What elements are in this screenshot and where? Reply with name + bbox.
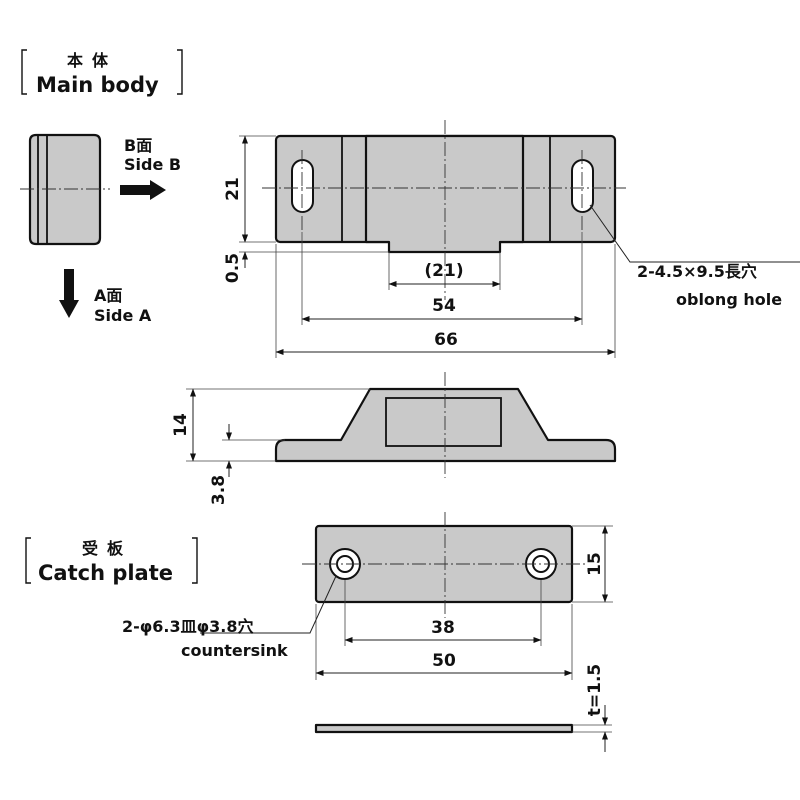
- catch-plate-heading: 受板 Catch plate: [25, 537, 198, 585]
- countersink-note-en: countersink: [181, 641, 288, 660]
- catch-plate-thin-body: [314, 723, 574, 734]
- main-body-front-view: [274, 372, 617, 478]
- main-body-top-view: [262, 120, 626, 300]
- hole-note-jp: 2-4.5×9.5長穴: [637, 262, 757, 281]
- catch-dim-width-label: 15: [585, 552, 605, 576]
- side-b-label-jp: B面: [124, 136, 152, 155]
- catch-dim-hole-pitch-label: 38: [431, 618, 455, 638]
- top-view-dimensions: 21 0.5 (21) 54 66 2-4.5×9.5長穴 oblong hol…: [223, 135, 800, 358]
- heading-bracket-left: [21, 49, 27, 95]
- dim-flange-label: 3.8: [209, 475, 229, 505]
- side-a-label-en: Side A: [94, 306, 152, 325]
- countersink-leader-line: [200, 575, 337, 634]
- side-b-indicator: B面 Side B: [120, 136, 181, 200]
- catch-plate-top-view: [302, 512, 588, 618]
- side-a-label-jp: A面: [94, 286, 122, 305]
- heading-bracket-left: [25, 537, 31, 584]
- dim-hole-pitch-label: 54: [432, 296, 456, 316]
- main-body-side-view: [20, 133, 110, 246]
- main-body-heading: 本体 Main body: [21, 49, 183, 97]
- top-view-center-block: [364, 134, 525, 254]
- dim-offset-label: 0.5: [223, 253, 243, 283]
- side-a-arrow-icon: [59, 269, 79, 318]
- heading-bracket-right: [192, 537, 198, 584]
- countersink-note-jp: 2-φ6.3皿φ3.8穴: [122, 617, 254, 636]
- dim-length-label: 66: [434, 330, 458, 350]
- main-body-heading-en: Main body: [36, 73, 159, 97]
- catch-plate-thickness-dimension: t=1.5: [572, 664, 612, 752]
- catch-plate-dimensions: 15 38 50 2-φ6.3皿φ3.8穴 countersink: [122, 525, 613, 680]
- side-b-arrow-icon: [120, 180, 166, 200]
- front-view-recess: [385, 397, 502, 447]
- front-view-body: [274, 387, 617, 463]
- front-view-dimensions: 14 3.8: [171, 388, 370, 505]
- dim-height-label: 21: [223, 177, 243, 201]
- catch-plate-heading-en: Catch plate: [38, 561, 173, 585]
- main-body-heading-jp: 本体: [67, 51, 117, 70]
- hole-note-en: oblong hole: [676, 290, 782, 309]
- catch-dim-thickness-label: t=1.5: [585, 664, 605, 717]
- catch-plate-heading-jp: 受板: [82, 539, 132, 558]
- hole-leader-line: [589, 204, 800, 263]
- side-b-label-en: Side B: [124, 155, 181, 174]
- heading-bracket-right: [177, 49, 183, 95]
- side-a-indicator: A面 Side A: [59, 269, 152, 325]
- oblong-hole-left: [291, 159, 314, 213]
- side-view-body: [28, 133, 102, 246]
- catch-plate-side-view: [314, 723, 574, 734]
- dim-inner-label: (21): [424, 261, 463, 281]
- catch-dim-length-label: 50: [432, 651, 456, 671]
- oblong-hole-right: [571, 159, 594, 213]
- dim-total-height-label: 14: [171, 413, 191, 437]
